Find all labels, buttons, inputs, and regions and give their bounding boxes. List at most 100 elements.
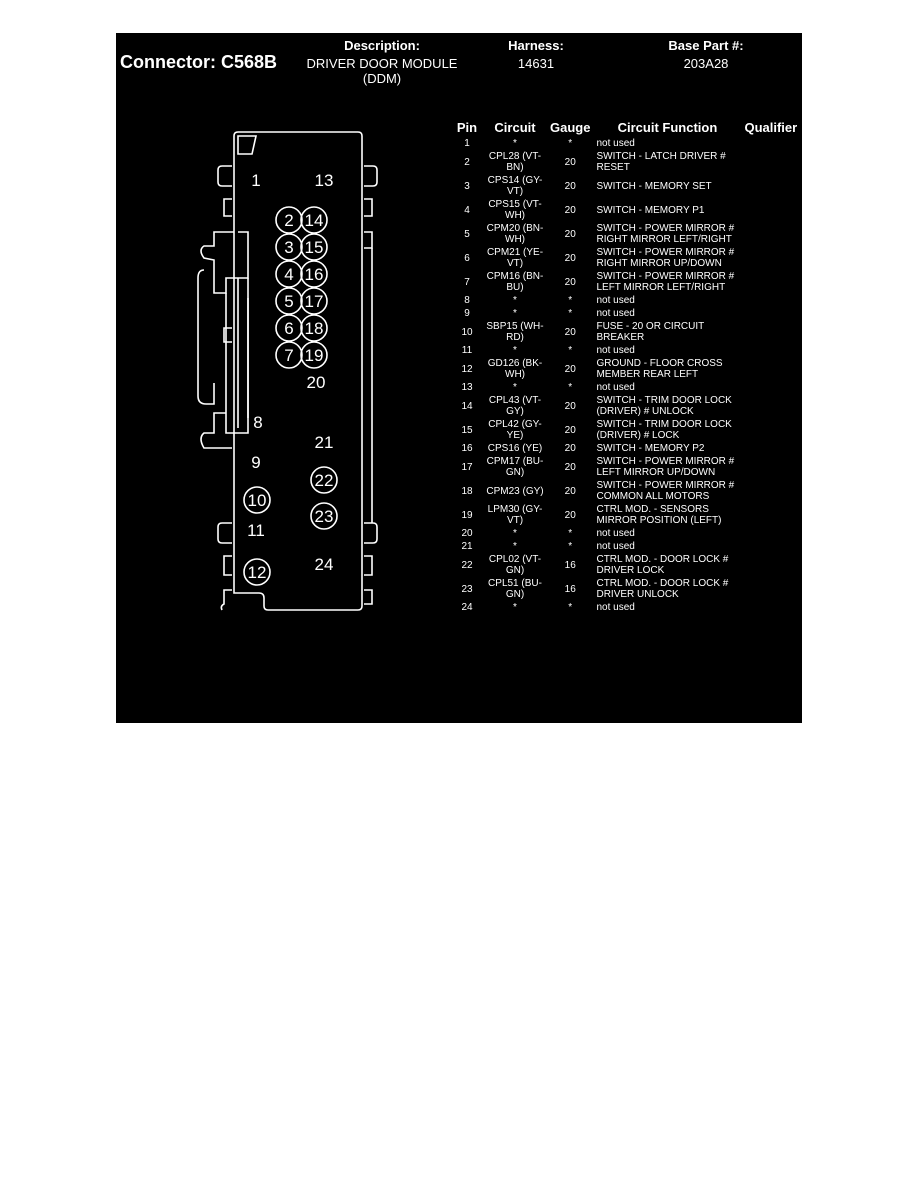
col-circuit-function: Circuit Function bbox=[617, 120, 718, 135]
gauge-cell: 20 bbox=[564, 156, 576, 168]
qualifier-cell bbox=[741, 394, 800, 418]
description-label: Description: bbox=[344, 38, 420, 53]
gauge-cell: 20 bbox=[564, 228, 576, 240]
svg-text:15: 15 bbox=[305, 238, 324, 257]
function-cell: CTRL MOD. - SENSORS MIRROR POSITION (LEF… bbox=[596, 504, 722, 526]
cavity-1-label: 1 bbox=[251, 171, 260, 190]
qualifier-cell bbox=[741, 198, 800, 222]
pin-cell: 19 bbox=[461, 509, 473, 521]
col-gauge: Gauge bbox=[550, 120, 591, 135]
gauge-cell: * bbox=[568, 308, 573, 319]
gauge-cell: * bbox=[568, 541, 573, 552]
function-cell: SWITCH - MEMORY P1 bbox=[596, 204, 705, 216]
gauge-cell: 20 bbox=[564, 485, 576, 497]
table-row: 1**not used bbox=[451, 137, 800, 150]
circuit-cell: CPL51 (BU-GN) bbox=[488, 578, 542, 600]
gauge-cell: 16 bbox=[564, 583, 576, 595]
qualifier-cell bbox=[741, 479, 800, 503]
qualifier-cell bbox=[741, 344, 800, 357]
table-header-row: Pin Circuit Gauge Circuit Function Quali… bbox=[451, 120, 800, 137]
pin-cell: 16 bbox=[461, 443, 473, 454]
pin-cell: 18 bbox=[461, 485, 473, 497]
qualifier-cell bbox=[741, 307, 800, 320]
circuit-cell: CPM23 (GY) bbox=[486, 485, 544, 497]
svg-text:22: 22 bbox=[315, 471, 334, 490]
function-cell: SWITCH - LATCH DRIVER # RESET bbox=[596, 151, 726, 173]
gauge-cell: * bbox=[568, 138, 573, 149]
pin-cell: 10 bbox=[461, 326, 473, 338]
circuit-cell: * bbox=[513, 541, 517, 552]
gauge-cell: * bbox=[568, 602, 573, 613]
connector-id: Connector: C568B bbox=[120, 52, 278, 72]
gauge-cell: 20 bbox=[564, 204, 576, 216]
qualifier-cell bbox=[741, 246, 800, 270]
table-row: 9**not used bbox=[451, 307, 800, 320]
description-value-line2: (DDM) bbox=[362, 71, 402, 86]
circuit-cell: CPL42 (GY-YE) bbox=[488, 419, 542, 441]
circuit-cell: LPM30 (GY-VT) bbox=[487, 504, 543, 526]
svg-text:3: 3 bbox=[284, 238, 293, 257]
function-cell: CTRL MOD. - DOOR LOCK # DRIVER LOCK bbox=[596, 554, 729, 576]
function-cell: not used bbox=[596, 295, 635, 306]
pin-cell: 5 bbox=[464, 228, 470, 240]
svg-text:7: 7 bbox=[284, 346, 293, 365]
function-cell: FUSE - 20 OR CIRCUIT BREAKER bbox=[596, 321, 705, 343]
pin-cell: 9 bbox=[464, 308, 470, 319]
circuit-cell: * bbox=[513, 345, 517, 356]
harness-value: 14631 bbox=[517, 56, 555, 71]
svg-text:5: 5 bbox=[284, 292, 293, 311]
pin-cell: 11 bbox=[461, 345, 473, 356]
circuit-cell: * bbox=[513, 138, 517, 149]
qualifier-cell bbox=[741, 442, 800, 455]
qualifier-cell bbox=[741, 294, 800, 307]
function-cell: SWITCH - POWER MIRROR # LEFT MIRROR LEFT… bbox=[596, 271, 735, 293]
function-cell: not used bbox=[596, 528, 635, 539]
circuit-cell: * bbox=[513, 528, 517, 539]
col-qualifier: Qualifier bbox=[744, 120, 798, 135]
function-cell: not used bbox=[596, 541, 635, 552]
pin-cell: 2 bbox=[464, 156, 470, 168]
qualifier-cell bbox=[741, 270, 800, 294]
function-cell: SWITCH - TRIM DOOR LOCK (DRIVER) # UNLOC… bbox=[596, 395, 732, 417]
pin-cell: 1 bbox=[464, 138, 470, 149]
circuit-cell: CPS15 (VT-WH) bbox=[488, 199, 542, 221]
svg-text:17: 17 bbox=[305, 292, 324, 311]
function-cell: SWITCH - MEMORY SET bbox=[596, 180, 712, 192]
gauge-cell: 20 bbox=[564, 180, 576, 192]
qualifier-cell bbox=[741, 503, 800, 527]
gauge-cell: 20 bbox=[564, 400, 576, 412]
cavity-24-label: 24 bbox=[315, 555, 334, 574]
qualifier-cell bbox=[741, 527, 800, 540]
pin-cell: 17 bbox=[461, 461, 473, 473]
gauge-cell: 20 bbox=[564, 363, 576, 375]
circuit-cell: CPL02 (VT-GN) bbox=[488, 554, 542, 576]
gauge-cell: 20 bbox=[564, 461, 576, 473]
circuit-cell: CPM21 (YE-VT) bbox=[486, 247, 544, 269]
connector-info-panel: Connector: C568B Description: DRIVER DOO… bbox=[116, 33, 802, 723]
circuit-cell: * bbox=[513, 382, 517, 393]
cavity-8-label: 8 bbox=[253, 413, 262, 432]
circuit-cell: * bbox=[513, 295, 517, 306]
harness-label: Harness: bbox=[508, 38, 564, 53]
table-row: 24**not used bbox=[451, 601, 800, 614]
gauge-cell: 20 bbox=[564, 326, 576, 338]
svg-text:2: 2 bbox=[284, 211, 293, 230]
circuit-cell: CPM16 (BN-BU) bbox=[486, 271, 544, 293]
base-part-value: 203A28 bbox=[683, 56, 729, 71]
svg-text:19: 19 bbox=[305, 346, 324, 365]
qualifier-cell bbox=[741, 540, 800, 553]
table-row: 11**not used bbox=[451, 344, 800, 357]
gauge-cell: 20 bbox=[564, 424, 576, 436]
pinout-table: Pin Circuit Gauge Circuit Function Quali… bbox=[451, 120, 800, 614]
function-cell: not used bbox=[596, 382, 635, 393]
pin-cell: 7 bbox=[464, 276, 470, 288]
